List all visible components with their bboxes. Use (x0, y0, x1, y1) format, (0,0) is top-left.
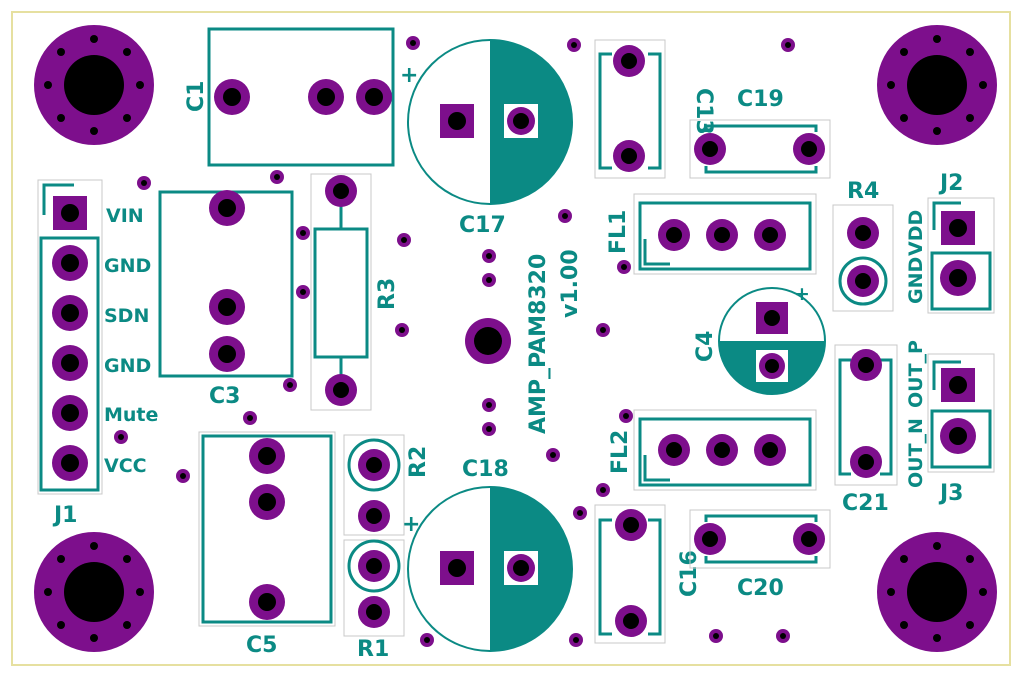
j1-pin5-label: Mute (104, 404, 158, 426)
r3-ref-label: R3 (375, 278, 400, 310)
resistor-r1 (343, 539, 405, 637)
capacitor-c17 (407, 39, 573, 205)
c3-ref-label: C3 (209, 384, 240, 409)
c4-ref-label: C4 (693, 331, 718, 362)
resistor-r2 (343, 434, 405, 536)
j1-ref-label: J1 (52, 503, 78, 528)
capacitor-c4 (718, 287, 826, 395)
vias (114, 36, 795, 647)
c19-ref-label: C19 (737, 87, 784, 112)
j2-pin2-label: GND (905, 257, 927, 304)
connector-j1 (37, 179, 103, 495)
fl2-ref-label: FL2 (608, 430, 633, 474)
fl1-ref-label: FL1 (606, 210, 631, 254)
j3-pin2-label: OUT_N (905, 418, 927, 488)
mounting-hole-top-right (877, 25, 997, 145)
c17-ref-label: C17 (459, 213, 506, 238)
connector-j2 (927, 197, 995, 314)
j1-pin6-label: VCC (104, 455, 147, 477)
j1-pin2-label: GND (104, 255, 151, 277)
c18-ref-label: C18 (462, 457, 509, 482)
resistor-r4 (832, 204, 894, 312)
board-name-label: AMP_PAM8320 (526, 254, 551, 434)
c21-ref-label: C21 (842, 491, 889, 516)
j2-pin1-label: VDD (905, 210, 927, 256)
filter-fl1 (633, 193, 817, 275)
capacitor-c20 (689, 509, 831, 569)
c1-ref-label: C1 (184, 81, 209, 112)
mounting-hole-bottom-left (34, 532, 154, 652)
j1-pin3-label: SDN (104, 305, 149, 327)
capacitor-c16 (594, 504, 666, 644)
connector-j3 (927, 353, 995, 473)
mounting-hole-bottom-right (877, 532, 997, 652)
capacitor-c13 (594, 39, 666, 179)
filter-fl2 (633, 409, 817, 491)
j3-pin1-label: OUT_P (905, 340, 927, 408)
capacitor-c1 (207, 27, 395, 167)
capacitor-c21 (834, 344, 898, 486)
capacitor-c3 (158, 190, 294, 378)
c4-polarity: + (794, 283, 810, 305)
capacitor-c5 (198, 431, 336, 627)
resistor-r3 (310, 173, 372, 411)
j2-ref-label: J2 (938, 171, 964, 196)
c17-polarity: + (400, 63, 418, 88)
center-mounting-hole (465, 318, 511, 364)
c13-ref-label: C13 (691, 88, 716, 135)
r1-ref-label: R1 (357, 637, 389, 662)
mounting-hole-top-left (34, 25, 154, 145)
r2-ref-label: R2 (406, 446, 431, 478)
c18-polarity: + (402, 512, 420, 537)
c20-ref-label: C20 (737, 576, 784, 601)
capacitor-c18 (407, 486, 573, 652)
c5-ref-label: C5 (246, 633, 277, 658)
j3-ref-label: J3 (938, 481, 964, 506)
r4-ref-label: R4 (847, 179, 879, 204)
board-outline (11, 11, 1011, 666)
board-version-label: v1.00 (558, 249, 583, 318)
j1-pin1-label: VIN (106, 205, 144, 227)
j1-pin4-label: GND (104, 355, 151, 377)
capacitor-c19 (689, 119, 831, 179)
